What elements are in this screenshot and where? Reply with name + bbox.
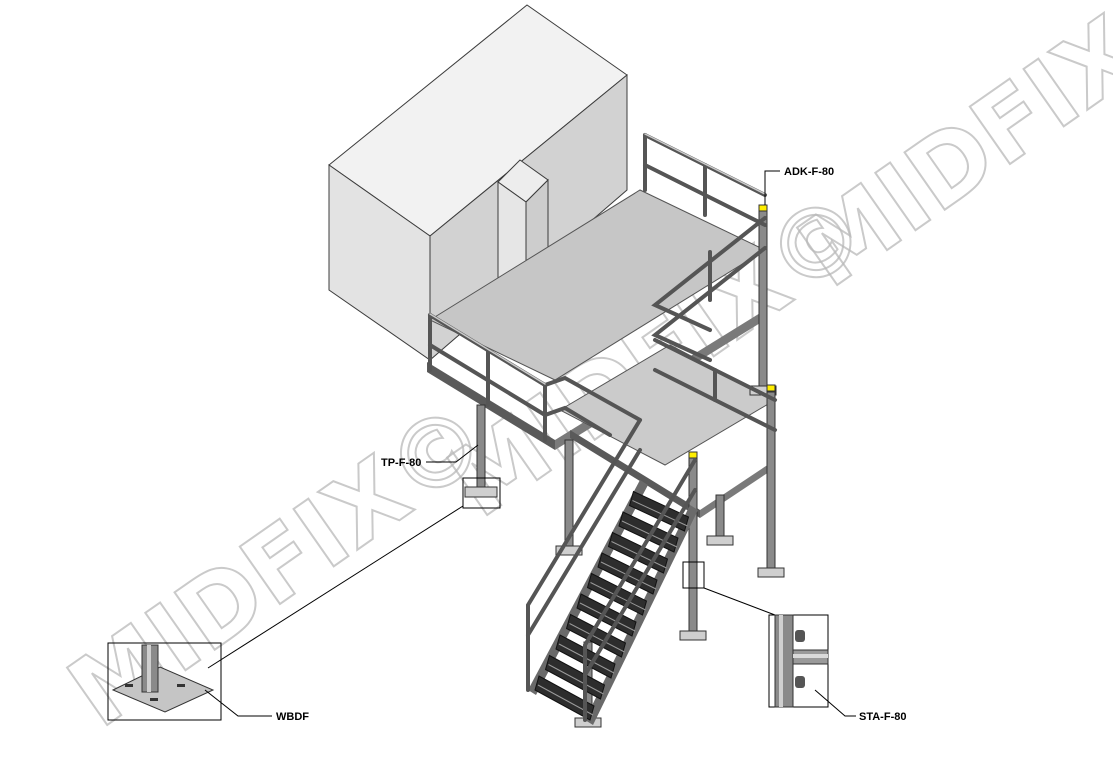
base-plate-stair xyxy=(679,630,707,641)
leader-wbdf-connector xyxy=(207,505,464,669)
callouts: ADK-F-80 TP-F-80 WBDF xyxy=(107,166,906,723)
rail-right-upper-top xyxy=(651,216,767,332)
label-tp: TP-F-80 xyxy=(381,457,421,469)
leader-wbdf xyxy=(204,689,272,717)
rail-right-upper-mid xyxy=(651,246,767,362)
marker-box-sta xyxy=(682,561,705,589)
detail-box-wbdf xyxy=(107,642,222,721)
stair-tread xyxy=(534,675,595,721)
base-plate-mid-left xyxy=(555,545,583,556)
lower-deck-side xyxy=(700,460,775,518)
post-front-right xyxy=(766,391,776,573)
cap-yellow-adk xyxy=(758,204,768,212)
post-center xyxy=(715,494,725,541)
guard-rails xyxy=(428,133,777,722)
post-stair-top xyxy=(688,454,698,636)
stair-tread xyxy=(544,654,606,700)
label-adk: ADK-F-80 xyxy=(784,166,834,178)
rail-highlight-back xyxy=(644,133,766,195)
marker-box-wbdf xyxy=(462,477,501,509)
base-plate-center xyxy=(706,535,734,546)
detail-wbdf-image xyxy=(111,644,215,713)
leader-sta-connector xyxy=(703,587,776,616)
cap-yellow-stair xyxy=(688,451,698,459)
stair-handrail-left-mid xyxy=(526,448,642,637)
base-plate-tp xyxy=(464,486,498,498)
staircase xyxy=(528,480,698,725)
upper-deck-edge xyxy=(427,362,555,450)
detail-sta-image xyxy=(774,614,829,708)
lower-deck-front xyxy=(570,430,700,518)
leader-tp xyxy=(426,444,479,463)
leader-adk xyxy=(764,170,780,205)
label-sta: STA-F-80 xyxy=(859,711,906,723)
post-tp xyxy=(476,404,486,494)
stair-tread xyxy=(628,490,690,532)
post-adk xyxy=(758,209,768,391)
stair-handrail-left-top xyxy=(526,418,642,692)
stair-tread-highlight xyxy=(548,664,604,695)
stair-tread-highlight xyxy=(569,623,625,653)
stair-tread-highlight xyxy=(579,602,636,632)
watermark-text-lower: MIDFIX© xyxy=(49,380,508,748)
stair-handrail-right-top xyxy=(583,458,697,722)
rail-highlight-left xyxy=(429,313,546,385)
stair-tread-highlight xyxy=(590,582,646,611)
base-plate-front-right xyxy=(757,567,785,578)
leader-sta xyxy=(814,689,856,717)
cap-yellow-front-right xyxy=(766,384,776,392)
stair-handrail-right-mid xyxy=(583,488,697,677)
label-wbdf: WBDF xyxy=(276,711,309,723)
